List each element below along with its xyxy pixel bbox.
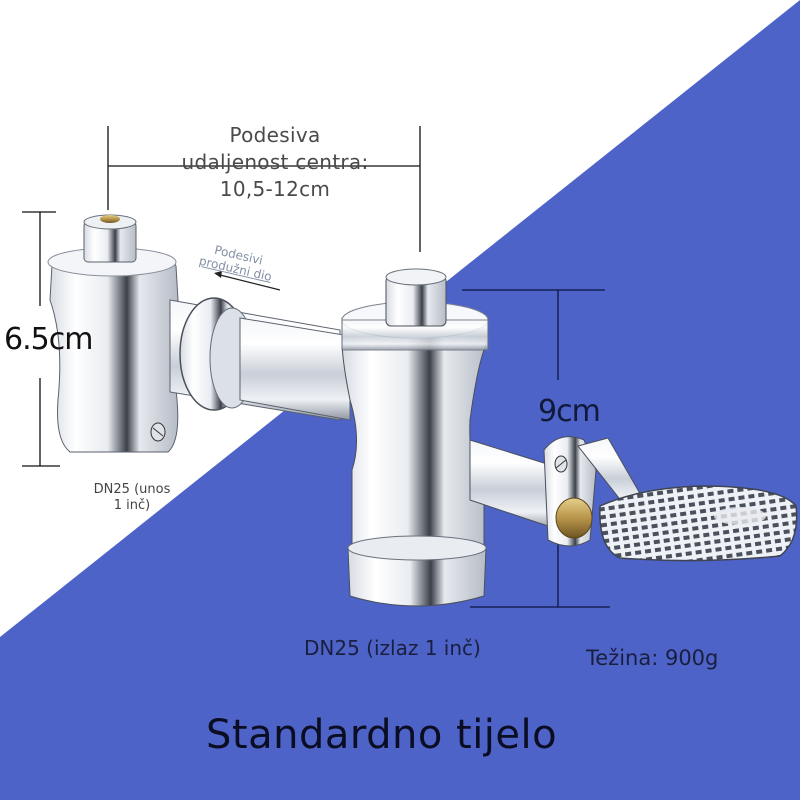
inlet-height-label: 6.5cm (4, 322, 93, 357)
center-distance-line2: udaljenost centra: (181, 150, 369, 174)
center-distance-line1: Podesiva (229, 123, 321, 147)
dimension-lines (22, 126, 610, 608)
weight-label: Težina: 900g (586, 646, 719, 670)
outlet-height-label: 9cm (538, 394, 601, 429)
center-distance-label: Podesiva udaljenost centra: 10,5-12cm (160, 122, 390, 203)
outlet-size-label: DN25 (izlaz 1 inč) (304, 636, 481, 660)
valve-body (47, 214, 798, 607)
center-distance-line3: 10,5-12cm (219, 177, 331, 201)
inlet-line2: 1 inč) (113, 498, 151, 513)
product-title: Standardno tijelo (206, 712, 558, 758)
inlet-size-label: DN25 (unos 1 inč) (82, 482, 182, 514)
inlet-line1: DN25 (unos (93, 482, 171, 497)
